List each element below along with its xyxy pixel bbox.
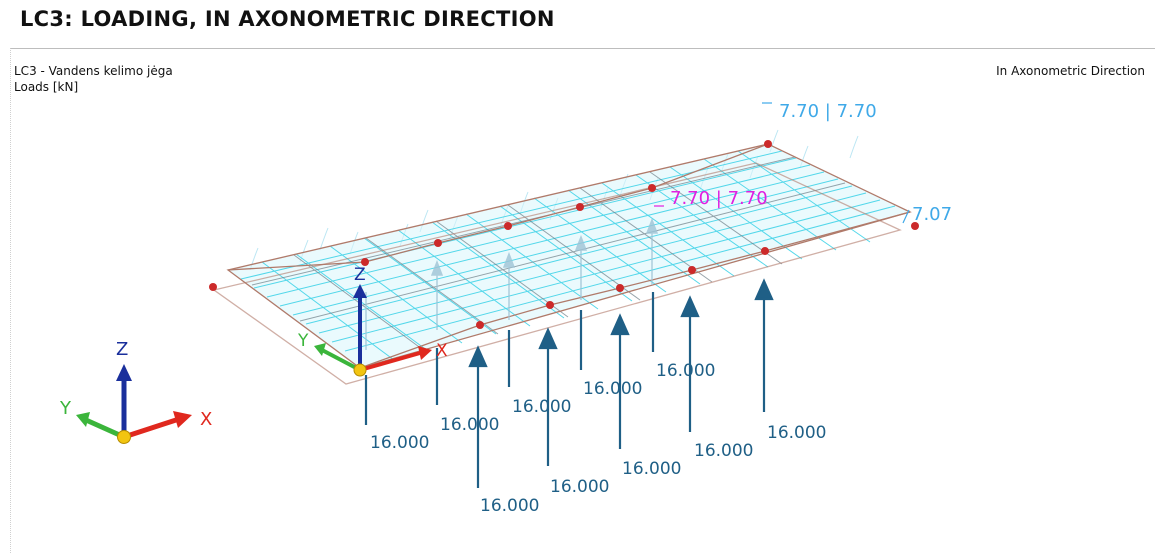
load-case-label: LC3 - Vandens kelimo jėga: [14, 64, 173, 78]
model-axis-y-label: Y: [297, 331, 309, 351]
point-load-label: 16.000: [767, 423, 826, 443]
point-load-label: 16.000: [512, 397, 571, 417]
point-load-label: 16.000: [370, 433, 429, 453]
node: [476, 321, 484, 329]
node: [616, 284, 624, 292]
node: [648, 184, 656, 192]
point-load-label: 16.000: [694, 441, 753, 461]
units-label: Loads [kN]: [14, 80, 79, 94]
point-load-label: 16.000: [583, 379, 642, 399]
surface-load-label-right: 7.07: [912, 204, 952, 225]
model-axis-z-label: Z: [354, 265, 366, 285]
point-load-label: 16.000: [440, 415, 499, 435]
node: [911, 222, 919, 230]
point-load-label: 16.000: [622, 459, 681, 479]
point-load-arrow-7: [610, 313, 630, 449]
point-load-arrow-3: [468, 345, 488, 488]
point-load-arrow-5: [538, 327, 558, 466]
node: [546, 301, 554, 309]
node: [764, 140, 772, 148]
point-load-label: 16.000: [550, 477, 609, 497]
direction-label: In Axonometric Direction: [996, 64, 1145, 78]
point-load-label: 16.000: [480, 496, 539, 516]
point-load-arrows: [364, 278, 774, 488]
node: [361, 258, 369, 266]
node: [761, 247, 769, 255]
point-load-arrow-10: [754, 278, 774, 412]
viewport-frame: [10, 48, 1155, 553]
global-axis-z-label: Z: [116, 339, 128, 360]
node: [209, 283, 217, 291]
point-load-arrow-9: [680, 295, 700, 432]
surface-load-label-middle: 7.70 | 7.70: [670, 188, 768, 209]
surface-load-label-top: 7.70 | 7.70: [779, 101, 877, 122]
page-title: LC3: LOADING, IN AXONOMETRIC DIRECTION: [20, 7, 555, 31]
global-axis-triad: X Y Z: [59, 339, 212, 444]
model-axis-triad: X Y Z: [297, 265, 448, 377]
global-axis-x-label: X: [200, 409, 212, 430]
model-axis-x-label: X: [436, 341, 448, 361]
node: [434, 239, 442, 247]
node: [576, 203, 584, 211]
nodes: [209, 140, 919, 329]
point-load-label: 16.000: [656, 361, 715, 381]
point-load-labels: 16.000 16.000 16.000 16.000 16.000 16.00…: [370, 361, 826, 516]
global-axis-y-label: Y: [59, 398, 72, 419]
node: [688, 266, 696, 274]
interior-load-arrows: [365, 217, 659, 350]
node: [504, 222, 512, 230]
